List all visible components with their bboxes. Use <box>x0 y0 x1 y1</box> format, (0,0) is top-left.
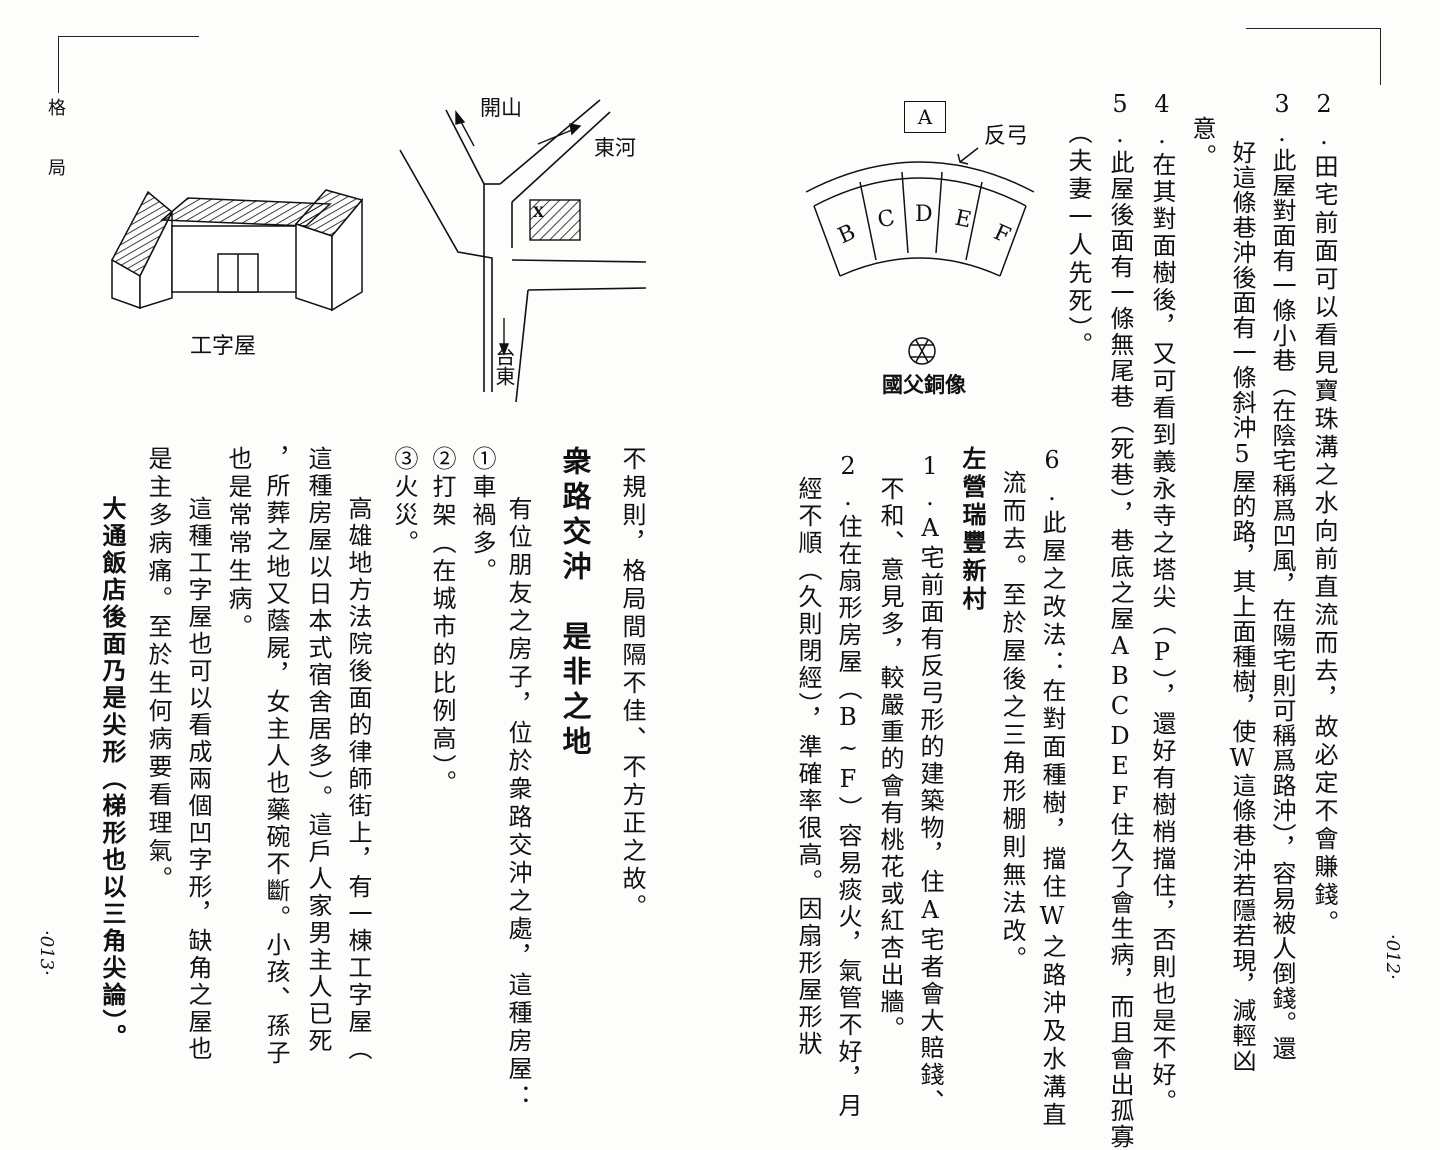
right-col-13: 2.住在扇形房屋（B~F）容易痰火，氣管不好，月 <box>834 452 862 1120</box>
right-col-08: 6.此屋之改法：在對面種樹，擋住W之路沖及水溝直 <box>1038 446 1066 1130</box>
statue-caption: 國父銅像 <box>882 372 966 397</box>
left-col-10: 也是常常生病。 <box>224 446 252 642</box>
map-label-taidong: 台東 <box>492 346 516 386</box>
left-col-13: 大通飯店後面乃是尖形（梯形也以三角尖論）。 <box>98 496 127 1051</box>
book-spread: 格 局 工字屋 <box>36 28 1403 1150</box>
header-char-2: 局 <box>48 158 66 179</box>
left-corner-mark <box>58 36 199 93</box>
right-col-14: 經不順（久則閉經），準確率很高。因扇形屋形狀 <box>794 476 822 1058</box>
right-col-06: 5.此屋後面有一條無尾巷（死巷），巷底之屋ABCDEF住久了會生病，而且會出孤寡 <box>1106 90 1134 1150</box>
right-col-03: 好這條巷沖後面有一條斜沖5屋的路，其上面種樹，使W這條巷沖若隱若現，減輕凶 <box>1228 140 1256 1073</box>
right-col-02: 3.此屋對面有一條小巷（在陰宅稱爲凹風，在陽宅則可稱爲路沖），容易被人倒錢。還 <box>1268 90 1296 1061</box>
right-corner-mark <box>1246 28 1381 85</box>
left-col-05: ②打架（在城市的比例高）。 <box>428 446 456 798</box>
left-col-11: 這種工字屋也可以看成兩個凹字形，缺角之屋也 <box>184 496 212 1063</box>
map-label-kaishan: 開山 <box>480 96 522 120</box>
right-col-07: （夫妻一人先死）。 <box>1064 120 1092 360</box>
left-col-12: 是主多病痛。至於生何病要看理氣。 <box>144 446 172 894</box>
map-marker-x: X <box>533 205 544 221</box>
right-col-11: 1.A宅前面有反弓形的建築物，住A宅者會大賠錢、 <box>916 452 944 1116</box>
left-col-09: ，所葬之地又蔭屍，女主人也藥碗不斷。小孩、孫子 <box>262 446 290 1067</box>
fan-segment-d: D <box>915 202 933 227</box>
left-col-07: 高雄地方法院後面的律師街上，有一棟工字屋（ <box>344 496 372 1063</box>
right-col-01: 2.田宅前面可以看見寶珠溝之水向前直流而去，故必定不會賺錢。 <box>1310 90 1338 938</box>
left-col-08: 這種房屋以日本式宿舍居多）。這戶人家男主人已死 <box>304 446 332 1055</box>
box-a: A <box>904 101 946 133</box>
arc-label: 反弓 <box>984 124 1029 149</box>
left-page-header: 格 局 <box>48 100 66 178</box>
left-col-04: ①車禍多。 <box>468 446 496 586</box>
right-col-12: 不和、意見多，較嚴重的會有桃花或紅杏出牆。 <box>876 476 904 1043</box>
left-col-03: 有位朋友之房子，位於衆路交沖之處，這種房屋： <box>504 496 532 1112</box>
right-col-09: 流而去。至於屋後之三角形棚則無法改。 <box>998 470 1026 974</box>
right-col-05: 4.在其對面樹後，又可看到義永寺之塔尖（P），還好有樹梢擋住，否則也是不好。 <box>1148 90 1176 1116</box>
right-subheading: 左營瑞豐新村 <box>958 446 987 614</box>
house-caption: 工字屋 <box>190 334 257 359</box>
left-page-number: ·013· <box>36 930 57 976</box>
left-col-06: ③火災。 <box>390 446 418 558</box>
map-label-donghe: 東河 <box>594 136 636 160</box>
box-a-label: A <box>917 105 933 129</box>
fan-figure <box>805 147 1035 365</box>
right-page-number: ·012· <box>1382 934 1403 980</box>
house-figure <box>110 189 364 312</box>
right-col-04: 意。 <box>1188 116 1216 172</box>
header-char-1: 格 <box>48 98 66 119</box>
street-map-figure <box>399 99 647 403</box>
section-heading: 衆路交沖 是非之地 <box>558 446 592 761</box>
left-col-01: 不規則，格局間隔不佳、不方正之故。 <box>618 446 646 922</box>
